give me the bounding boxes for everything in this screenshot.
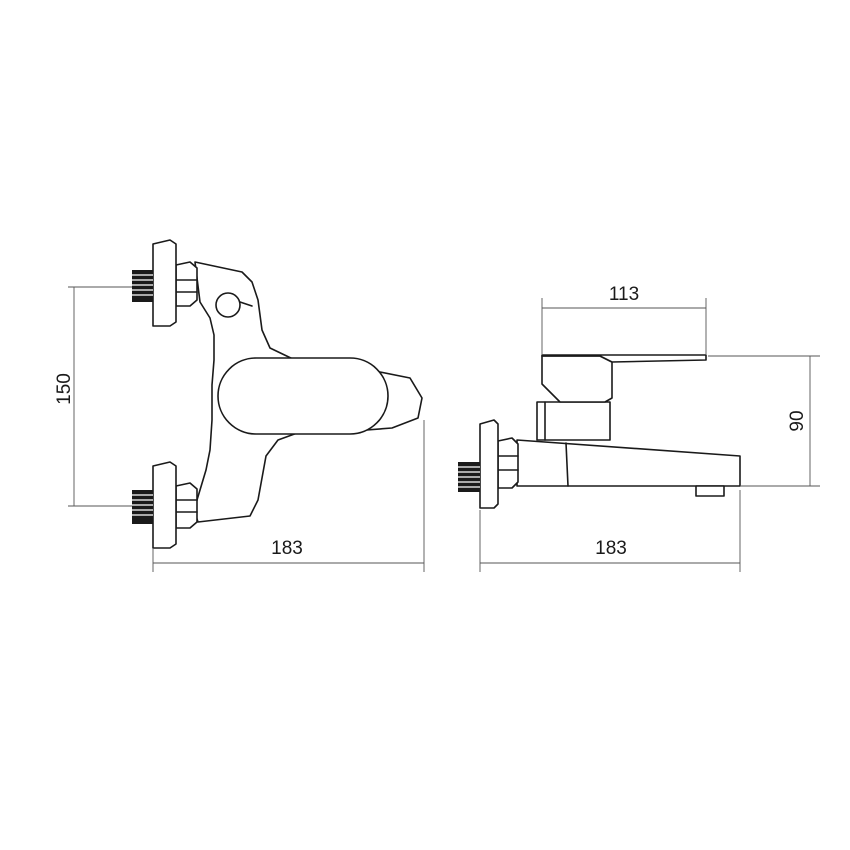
front-bottom-nut — [175, 482, 198, 529]
side-view — [458, 354, 741, 509]
front-top-thread — [132, 270, 153, 302]
side-nut — [497, 437, 519, 489]
side-lever — [541, 354, 707, 363]
front-height-label: 150 — [54, 373, 75, 405]
side-thread-lines — [458, 466, 480, 488]
side-width-label: 183 — [595, 538, 627, 559]
side-bonnet — [536, 401, 611, 441]
front-bottom-thread-lines — [132, 494, 153, 516]
side-height-dimension: 90 — [708, 355, 820, 487]
side-spout — [516, 439, 741, 487]
front-top-thread-lines — [132, 274, 153, 296]
side-height-label: 90 — [787, 410, 808, 431]
side-lever-dimension: 113 — [541, 284, 707, 354]
front-height-dimension: 150 — [54, 286, 132, 507]
front-top-flange — [152, 239, 177, 327]
front-bottom-flange — [152, 461, 177, 549]
front-view — [132, 239, 423, 549]
side-handle-cap — [541, 355, 613, 403]
front-width-label: 183 — [271, 538, 303, 559]
front-lever-handle — [217, 357, 389, 435]
front-width-dimension: 183 — [152, 420, 425, 572]
side-lever-label: 113 — [609, 284, 639, 305]
front-top-nut — [175, 261, 198, 307]
side-width-dimension: 183 — [479, 490, 741, 572]
side-flange — [479, 419, 499, 509]
side-aerator — [695, 485, 725, 497]
front-diverter-knob — [215, 292, 241, 318]
